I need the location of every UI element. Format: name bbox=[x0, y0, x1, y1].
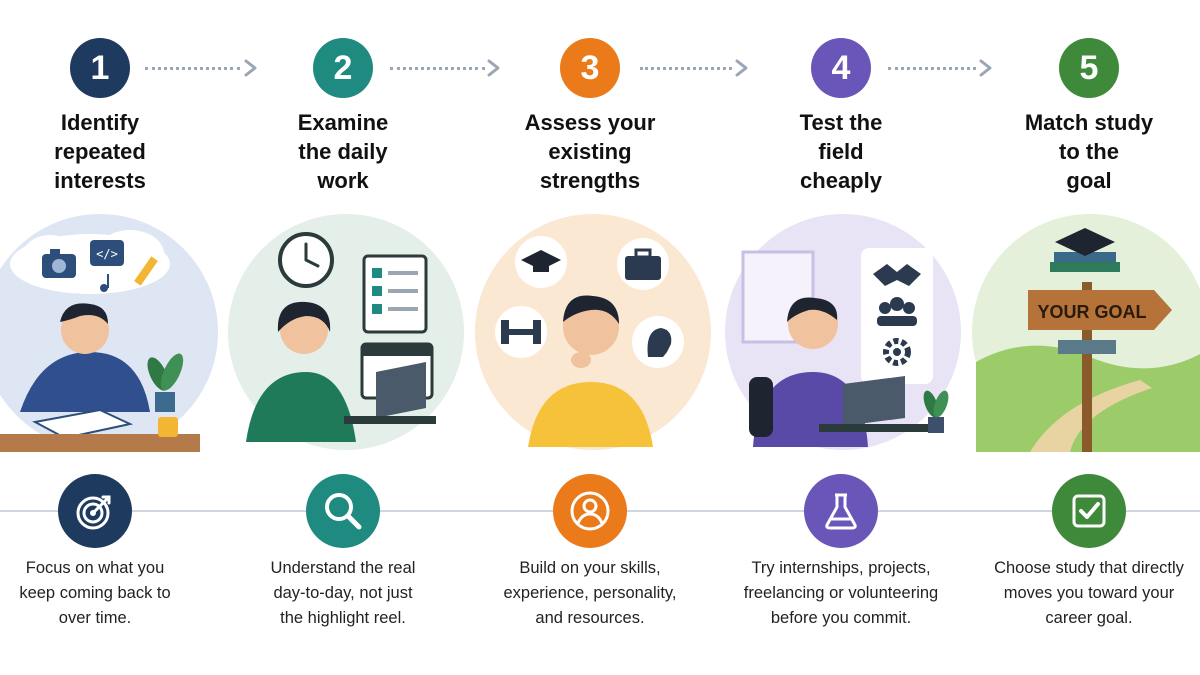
graduation-cap-icon bbox=[1055, 228, 1115, 256]
step-3-illustration bbox=[473, 212, 713, 452]
books-icon bbox=[1050, 252, 1120, 272]
step-2-icon-circle bbox=[306, 474, 380, 548]
chevron-right-icon bbox=[487, 59, 500, 77]
step-1-illustration: </> bbox=[0, 212, 220, 452]
goal-sign bbox=[1028, 290, 1172, 330]
step-1-icon-circle bbox=[58, 474, 132, 548]
handshake-icon bbox=[873, 264, 921, 286]
step-3-description: Build on your skills,experience, persona… bbox=[503, 559, 677, 627]
thinking-figure bbox=[528, 295, 653, 447]
step-5-number: 5 bbox=[1059, 38, 1119, 98]
checkbox-icon bbox=[1072, 494, 1106, 528]
step-5-icon-circle bbox=[1052, 474, 1126, 548]
step-3-icon-circle bbox=[553, 474, 627, 548]
team-icon bbox=[877, 297, 917, 326]
plant-icon bbox=[147, 353, 184, 412]
notebook bbox=[32, 408, 134, 440]
step-1-number: 1 bbox=[70, 38, 130, 98]
step-3-number: 3 bbox=[560, 38, 620, 98]
step-4-icon-circle bbox=[804, 474, 878, 548]
signpost-icon bbox=[1058, 282, 1116, 452]
person-icon bbox=[570, 491, 610, 531]
dumbbell-icon bbox=[495, 306, 547, 358]
connector-2-3 bbox=[390, 67, 485, 70]
step-4-illustration bbox=[723, 212, 963, 452]
student-figure bbox=[20, 303, 150, 412]
graduation-cap-icon bbox=[515, 236, 567, 288]
pencil-icon bbox=[134, 256, 158, 286]
plant-icon bbox=[923, 390, 949, 433]
laptop-icon bbox=[819, 376, 929, 432]
connector-1-2 bbox=[145, 67, 240, 70]
connector-4-5 bbox=[888, 67, 976, 70]
magnifier-icon bbox=[325, 493, 362, 530]
step-4-number: 4 bbox=[811, 38, 871, 98]
flask-icon bbox=[825, 493, 857, 530]
svg-text:</>: </> bbox=[96, 247, 118, 261]
step-2-number: 2 bbox=[313, 38, 373, 98]
laptop-icon bbox=[344, 362, 436, 424]
connector-3-4 bbox=[640, 67, 732, 70]
camera-icon bbox=[42, 249, 76, 278]
checklist-icon bbox=[362, 254, 428, 334]
step-2-illustration bbox=[226, 212, 466, 452]
worker-figure bbox=[246, 301, 356, 442]
chevron-right-icon bbox=[244, 59, 257, 77]
step-5-illustration: YOUR GOAL bbox=[970, 212, 1200, 452]
mug-icon bbox=[158, 417, 178, 437]
code-icon: </> bbox=[90, 240, 124, 266]
goal-sign-text: YOUR GOAL bbox=[1037, 302, 1146, 322]
gear-icon bbox=[883, 338, 911, 366]
chevron-right-icon bbox=[735, 59, 748, 77]
chevron-right-icon bbox=[979, 59, 992, 77]
target-icon bbox=[76, 495, 111, 530]
head-icon bbox=[632, 316, 684, 368]
briefcase-icon bbox=[617, 238, 669, 290]
clock-icon bbox=[278, 232, 334, 288]
desk bbox=[0, 434, 200, 452]
music-note-icon bbox=[100, 274, 109, 292]
step-4-description: Try internships, projects,freelancing or… bbox=[743, 559, 939, 627]
